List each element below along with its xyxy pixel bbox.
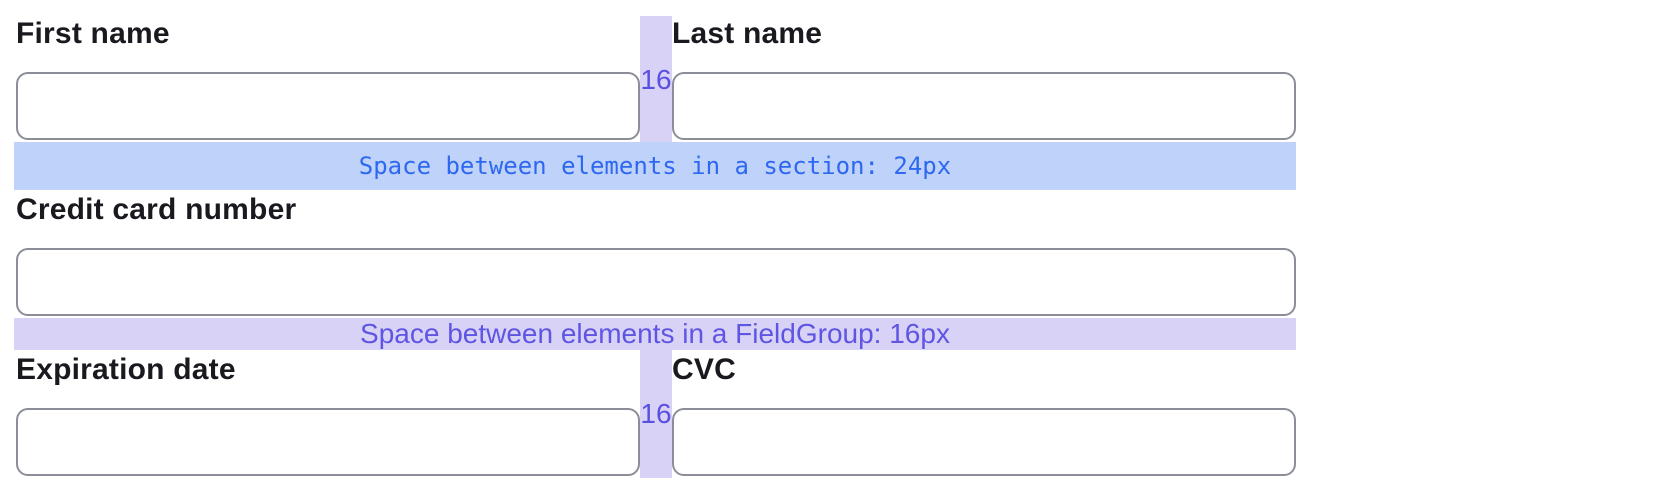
field-expiration-date: Expiration date	[16, 352, 640, 476]
field-last-name: Last name	[672, 16, 1296, 140]
last-name-input[interactable]	[672, 72, 1296, 140]
field-cvc: CVC	[672, 352, 1296, 476]
expiration-date-label: Expiration date	[16, 353, 236, 386]
column-gap-value-bottom: 16	[640, 398, 672, 429]
field-credit-card-number: Credit card number	[16, 192, 1296, 316]
credit-card-number-input[interactable]	[16, 248, 1296, 316]
column-gap-band-top: 16	[640, 16, 672, 142]
cvc-input[interactable]	[672, 408, 1296, 476]
column-gap-band-bottom: 16	[640, 350, 672, 478]
fieldgroup-gap-label: Space between elements in a FieldGroup: …	[360, 318, 950, 349]
last-name-label: Last name	[672, 17, 823, 50]
field-first-name: First name	[16, 16, 640, 140]
credit-card-number-label: Credit card number	[16, 193, 297, 226]
section-gap-band: Space between elements in a section: 24p…	[14, 142, 1296, 190]
section-gap-label: Space between elements in a section: 24p…	[358, 152, 952, 180]
first-name-input[interactable]	[16, 72, 640, 140]
cvc-label: CVC	[672, 353, 736, 386]
first-name-label: First name	[16, 17, 170, 50]
column-gap-value-top: 16	[640, 64, 672, 95]
fieldgroup-gap-band: Space between elements in a FieldGroup: …	[14, 318, 1296, 350]
expiration-date-input[interactable]	[16, 408, 640, 476]
